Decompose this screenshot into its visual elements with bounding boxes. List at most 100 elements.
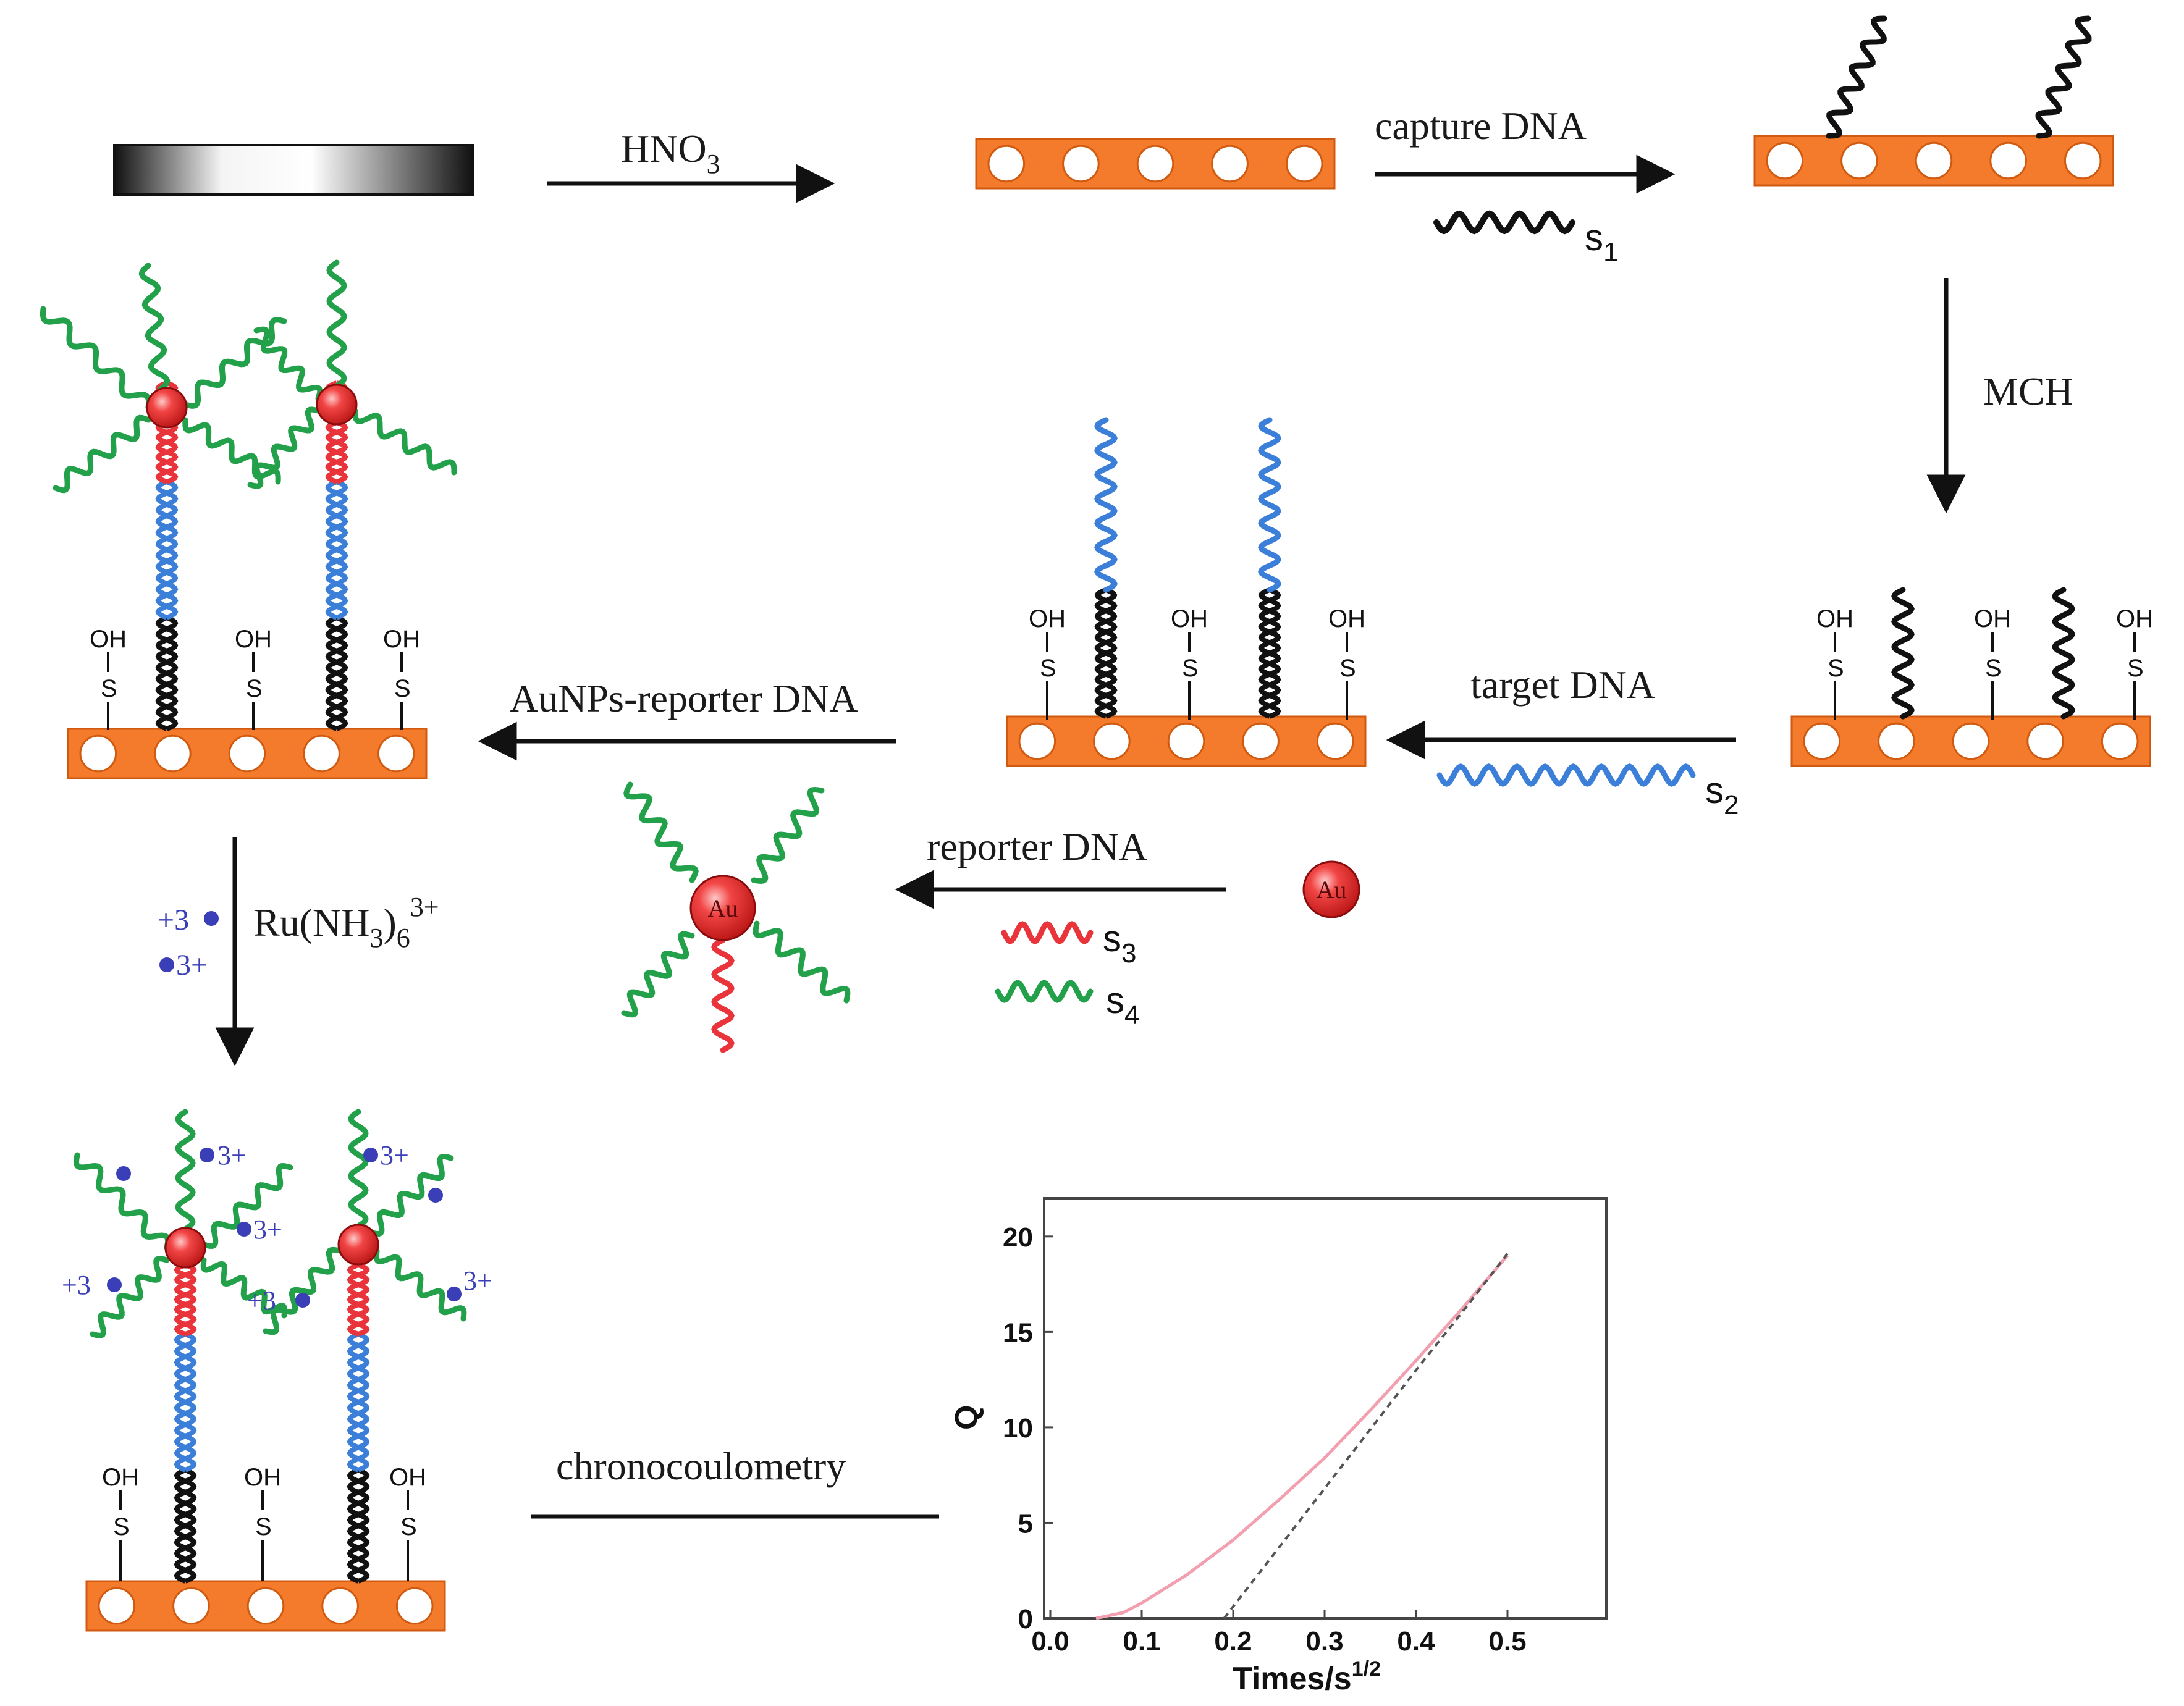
dna-duplex	[155, 479, 179, 620]
hydroxyl-label: OH	[235, 626, 272, 653]
sulfur-label: S	[1339, 655, 1356, 682]
dna-strand	[90, 1256, 170, 1338]
label-s3: s3	[1103, 918, 1136, 969]
electrode-pore	[247, 1587, 285, 1625]
gold-nanoparticle	[164, 1227, 206, 1269]
ruthenium-ion	[447, 1287, 462, 1301]
dna-duplex	[347, 1468, 370, 1584]
ion-charge-label: 3+	[380, 1140, 409, 1170]
electrode-pore	[98, 1587, 136, 1625]
dna-strand	[200, 1257, 288, 1319]
ion-charge-label: 3+	[253, 1214, 282, 1245]
hydroxyl-label: OH	[383, 626, 420, 653]
chart-series-line-1	[1223, 1253, 1509, 1620]
dna-strand	[1433, 210, 1575, 235]
strand-layer	[40, 15, 2092, 1584]
dna-strand	[182, 417, 281, 485]
electrode-pore	[987, 145, 1026, 183]
dna-strand	[1001, 921, 1094, 944]
dna-strand	[175, 1109, 196, 1232]
dna-strand	[352, 408, 457, 476]
sulfur-label: S	[255, 1513, 272, 1540]
dna-strand	[247, 406, 321, 489]
ruthenium-ion	[295, 1293, 310, 1308]
chart-xtick-label: 0.3	[1305, 1626, 1343, 1657]
sulfur-label: S	[1985, 655, 2002, 682]
hydroxyl-label: OH	[2116, 605, 2153, 632]
label-s2: s2	[1705, 770, 1739, 820]
chart-ytick-label: 5	[1018, 1508, 1033, 1539]
label-chronocoulometry: chronocoulometry	[556, 1444, 846, 1488]
electrode-pore	[1136, 145, 1174, 183]
ion-charge-label: +3	[62, 1270, 91, 1300]
electrode-pore	[1878, 722, 1915, 760]
hydroxyl-label: OH	[1974, 605, 2011, 632]
chart-xtick-label: 0.2	[1214, 1626, 1252, 1657]
ruthenium-ion	[237, 1222, 251, 1237]
ruthenium-ion	[363, 1148, 378, 1162]
sulfur-label: S	[113, 1513, 130, 1540]
dna-strand	[368, 1154, 454, 1237]
dna-duplex	[1258, 587, 1281, 719]
chart-xtick-label: 0.0	[1031, 1626, 1069, 1657]
hydroxyl-label: OH	[1816, 605, 1853, 632]
electrode-pore	[1316, 722, 1354, 760]
electrode-pore	[1093, 722, 1131, 760]
dna-strand	[711, 937, 735, 1053]
electrode-pore	[377, 734, 415, 773]
dna-duplex	[325, 479, 348, 620]
dna-strand	[1826, 15, 1887, 139]
hydroxyl-label: OH	[102, 1464, 139, 1491]
electrode-pore	[1989, 141, 2027, 180]
electrode-pore	[1915, 141, 1953, 180]
electrode-pore	[1211, 145, 1249, 183]
sulfur-label: S	[246, 675, 263, 702]
ion-label-plus3: +3	[158, 904, 189, 936]
dna-strand	[373, 1248, 467, 1322]
dna-strand	[1094, 417, 1118, 593]
dna-duplex	[174, 1332, 197, 1473]
hydroxyl-label: OH	[1171, 605, 1208, 632]
chart-xtick-label: 0.1	[1123, 1626, 1160, 1657]
dna-strand	[621, 931, 695, 1018]
dna-strand	[253, 326, 323, 401]
electrode-pore	[1285, 145, 1323, 183]
ruthenium-ion	[200, 1148, 214, 1162]
chart-ytick-label: 10	[1003, 1413, 1033, 1443]
electrode-pore	[303, 734, 340, 773]
chart-ylabel: Q	[949, 1405, 985, 1430]
dna-duplex	[174, 1468, 197, 1584]
chart-xlabel: Times/s1/2	[1233, 1657, 1381, 1697]
chart-xtick-label: 0.4	[1397, 1626, 1435, 1657]
electrode-pore	[2101, 722, 2139, 760]
dna-duplex	[325, 615, 348, 731]
gold-nanoparticle	[1302, 860, 1360, 918]
ruthenium-ion	[428, 1188, 443, 1203]
ion-charge-label: 3+	[463, 1266, 492, 1296]
electrode-pore	[1803, 722, 1841, 760]
sulfur-label: S	[1828, 655, 1844, 682]
label-ruthenium-hexamine: Ru(NH3)63+	[253, 892, 439, 953]
electrode-pore	[228, 734, 266, 773]
dna-strand	[40, 306, 151, 411]
bare-electrode	[113, 144, 474, 196]
sulfur-label: S	[1040, 655, 1056, 682]
ion-label-3plus: 3+	[176, 949, 208, 981]
gold-nanoparticle	[337, 1224, 379, 1266]
hydroxyl-label: OH	[90, 626, 127, 653]
dna-strand	[2035, 15, 2092, 139]
electrode-pore	[1242, 722, 1280, 760]
electrode-pore	[1018, 722, 1056, 760]
dna-strand	[326, 259, 347, 389]
hydroxyl-label: OH	[1029, 605, 1066, 632]
sulfur-label: S	[2127, 655, 2144, 682]
ruthenium-ion	[107, 1277, 122, 1292]
dna-strand	[53, 414, 151, 494]
electrode-pore	[1062, 145, 1100, 183]
label-mch: MCH	[1983, 369, 2073, 413]
chart-series-line-0	[1095, 1254, 1509, 1620]
label-reporter-dna: reporter DNA	[927, 825, 1147, 868]
